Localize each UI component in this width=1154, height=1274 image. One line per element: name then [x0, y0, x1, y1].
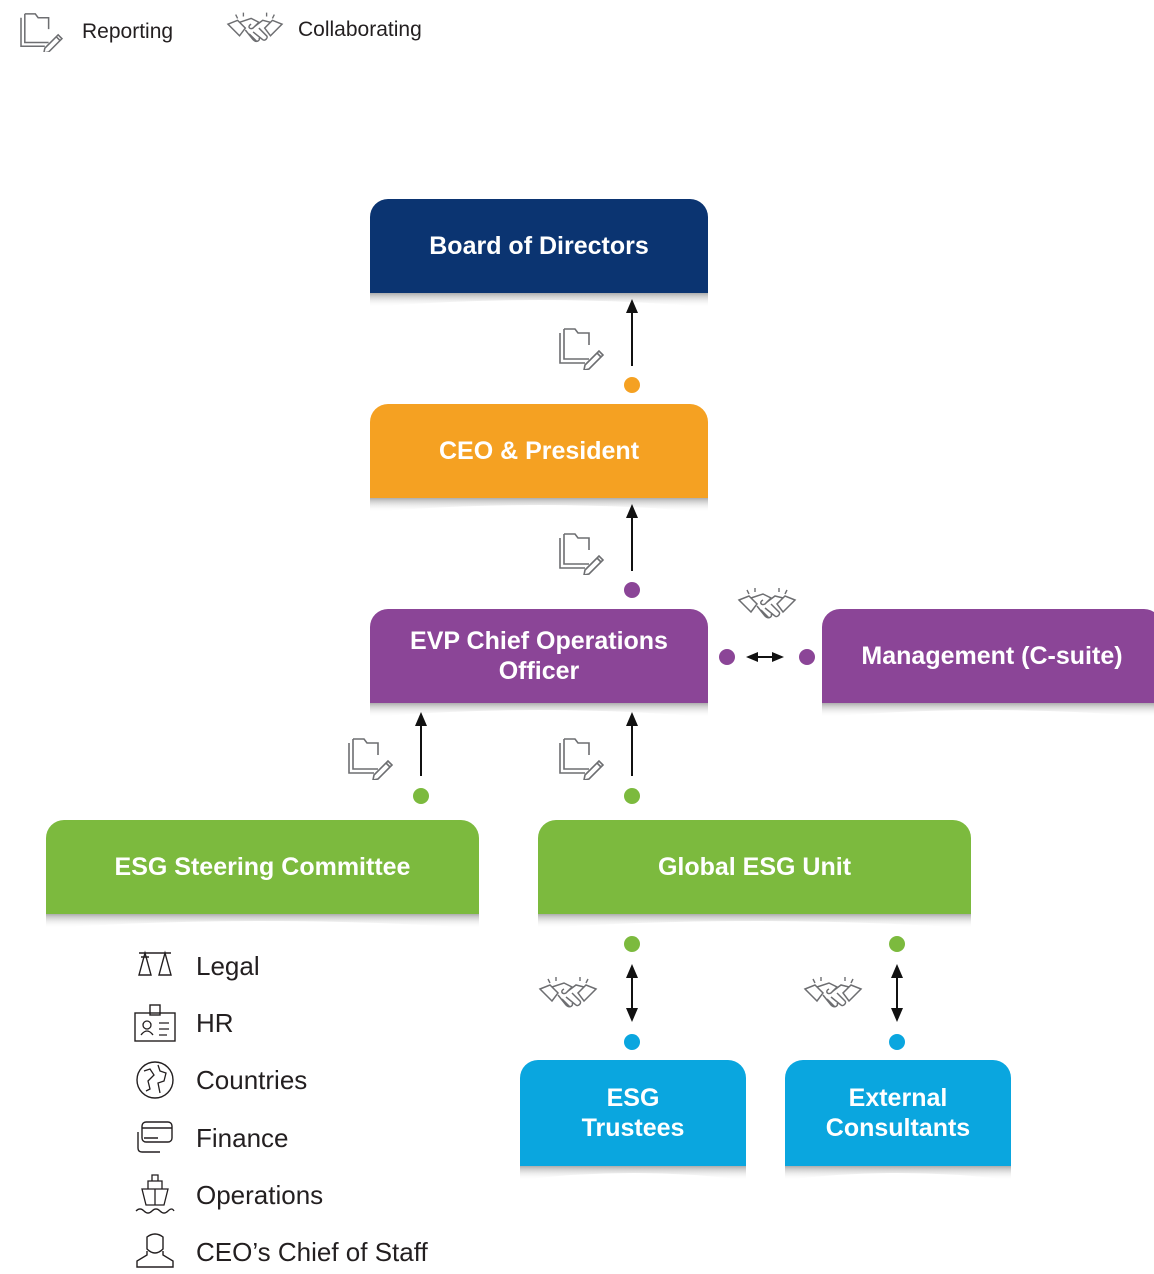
- member-finance-label: Finance: [196, 1122, 289, 1153]
- board-shadow: [370, 293, 708, 307]
- reporting-icon: [557, 736, 605, 780]
- connector-line: [756, 656, 774, 658]
- member-chief-of-staff: CEO’s Chief of Staff: [132, 1230, 428, 1274]
- connector-dot: [719, 649, 735, 665]
- arrow-left: [746, 652, 758, 662]
- member-finance: Finance: [132, 1116, 289, 1160]
- global-esg-shadow: [538, 914, 971, 928]
- external-consultants-label-line1: External: [848, 1084, 948, 1112]
- id-badge-icon: [132, 1001, 178, 1045]
- coo-label-line1: EVP Chief Operations: [410, 627, 668, 655]
- handshake-icon: [736, 586, 798, 626]
- member-operations-label: Operations: [196, 1179, 324, 1210]
- legend-collaborating-label: Collaborating: [298, 18, 422, 41]
- esg-trustees-node: ESG Trustees: [520, 1060, 746, 1166]
- steering-committee-node: ESG Steering Committee: [46, 820, 479, 914]
- management-shadow: [822, 703, 1154, 717]
- connector-line: [631, 724, 633, 776]
- ceo-node: CEO & President: [370, 404, 708, 498]
- trustees-shadow: [520, 1166, 746, 1180]
- arrow-right: [772, 652, 784, 662]
- connector-line: [631, 976, 633, 1010]
- steering-committee-label: ESG Steering Committee: [114, 853, 411, 881]
- esg-trustees-label-line2: Trustees: [581, 1114, 685, 1142]
- connector-dot: [624, 377, 640, 393]
- ceo-label: CEO & President: [438, 437, 640, 465]
- connector-dot: [889, 936, 905, 952]
- external-consultants-label-line2: Consultants: [825, 1114, 971, 1142]
- external-consultants-node: External Consultants: [785, 1060, 1011, 1166]
- coo-label-line2: Officer: [498, 657, 580, 685]
- legend-collaborating: Collaborating: [226, 10, 422, 50]
- arrow-up: [415, 712, 427, 726]
- credit-card-icon: [132, 1116, 178, 1160]
- reporting-icon: [346, 736, 394, 780]
- member-operations: Operations: [132, 1173, 323, 1217]
- globe-icon: [132, 1058, 178, 1102]
- member-legal: Legal: [132, 944, 260, 988]
- arrow-up: [626, 504, 638, 518]
- connector-line: [420, 724, 422, 776]
- connector-dot: [624, 1034, 640, 1050]
- coo-node: EVP Chief Operations Officer: [370, 609, 708, 703]
- connector-dot: [624, 936, 640, 952]
- arrow-down: [891, 1008, 903, 1022]
- connector-dot: [624, 582, 640, 598]
- board-of-directors-node: Board of Directors: [370, 199, 708, 293]
- reporting-icon: [557, 531, 605, 575]
- member-chief-of-staff-label: CEO’s Chief of Staff: [196, 1236, 428, 1267]
- handshake-icon: [537, 975, 599, 1015]
- reporting-icon: [557, 326, 605, 370]
- global-esg-unit-label: Global ESG Unit: [657, 853, 852, 881]
- arrow-up: [626, 964, 638, 978]
- management-node: Management (C-suite): [822, 609, 1154, 703]
- management-label: Management (C-suite): [861, 642, 1123, 670]
- steering-shadow: [46, 914, 479, 928]
- legend-reporting: Reporting: [18, 12, 173, 52]
- reporting-icon: [18, 12, 64, 52]
- connector-line: [631, 311, 633, 366]
- member-countries: Countries: [132, 1058, 307, 1102]
- member-legal-label: Legal: [196, 950, 260, 981]
- arrow-down: [626, 1008, 638, 1022]
- coo-shadow: [370, 703, 708, 717]
- arrow-up: [626, 299, 638, 313]
- connector-line: [896, 976, 898, 1010]
- member-countries-label: Countries: [196, 1064, 308, 1095]
- esg-trustees-label-line1: ESG: [606, 1084, 660, 1112]
- member-hr-label: HR: [196, 1007, 234, 1038]
- connector-dot: [799, 649, 815, 665]
- legend-reporting-label: Reporting: [82, 20, 174, 43]
- ship-icon: [132, 1173, 178, 1217]
- scales-icon: [132, 944, 178, 988]
- arrow-up: [891, 964, 903, 978]
- handshake-icon: [226, 10, 284, 50]
- global-esg-unit-node: Global ESG Unit: [538, 820, 971, 914]
- handshake-icon: [802, 975, 864, 1015]
- consultants-shadow: [785, 1166, 1011, 1180]
- connector-dot: [889, 1034, 905, 1050]
- person-icon: [132, 1230, 178, 1274]
- board-of-directors-label: Board of Directors: [429, 232, 649, 260]
- connector-line: [631, 516, 633, 571]
- ceo-shadow: [370, 498, 708, 512]
- connector-dot: [624, 788, 640, 804]
- connector-dot: [413, 788, 429, 804]
- arrow-up: [626, 712, 638, 726]
- member-hr: HR: [132, 1001, 234, 1045]
